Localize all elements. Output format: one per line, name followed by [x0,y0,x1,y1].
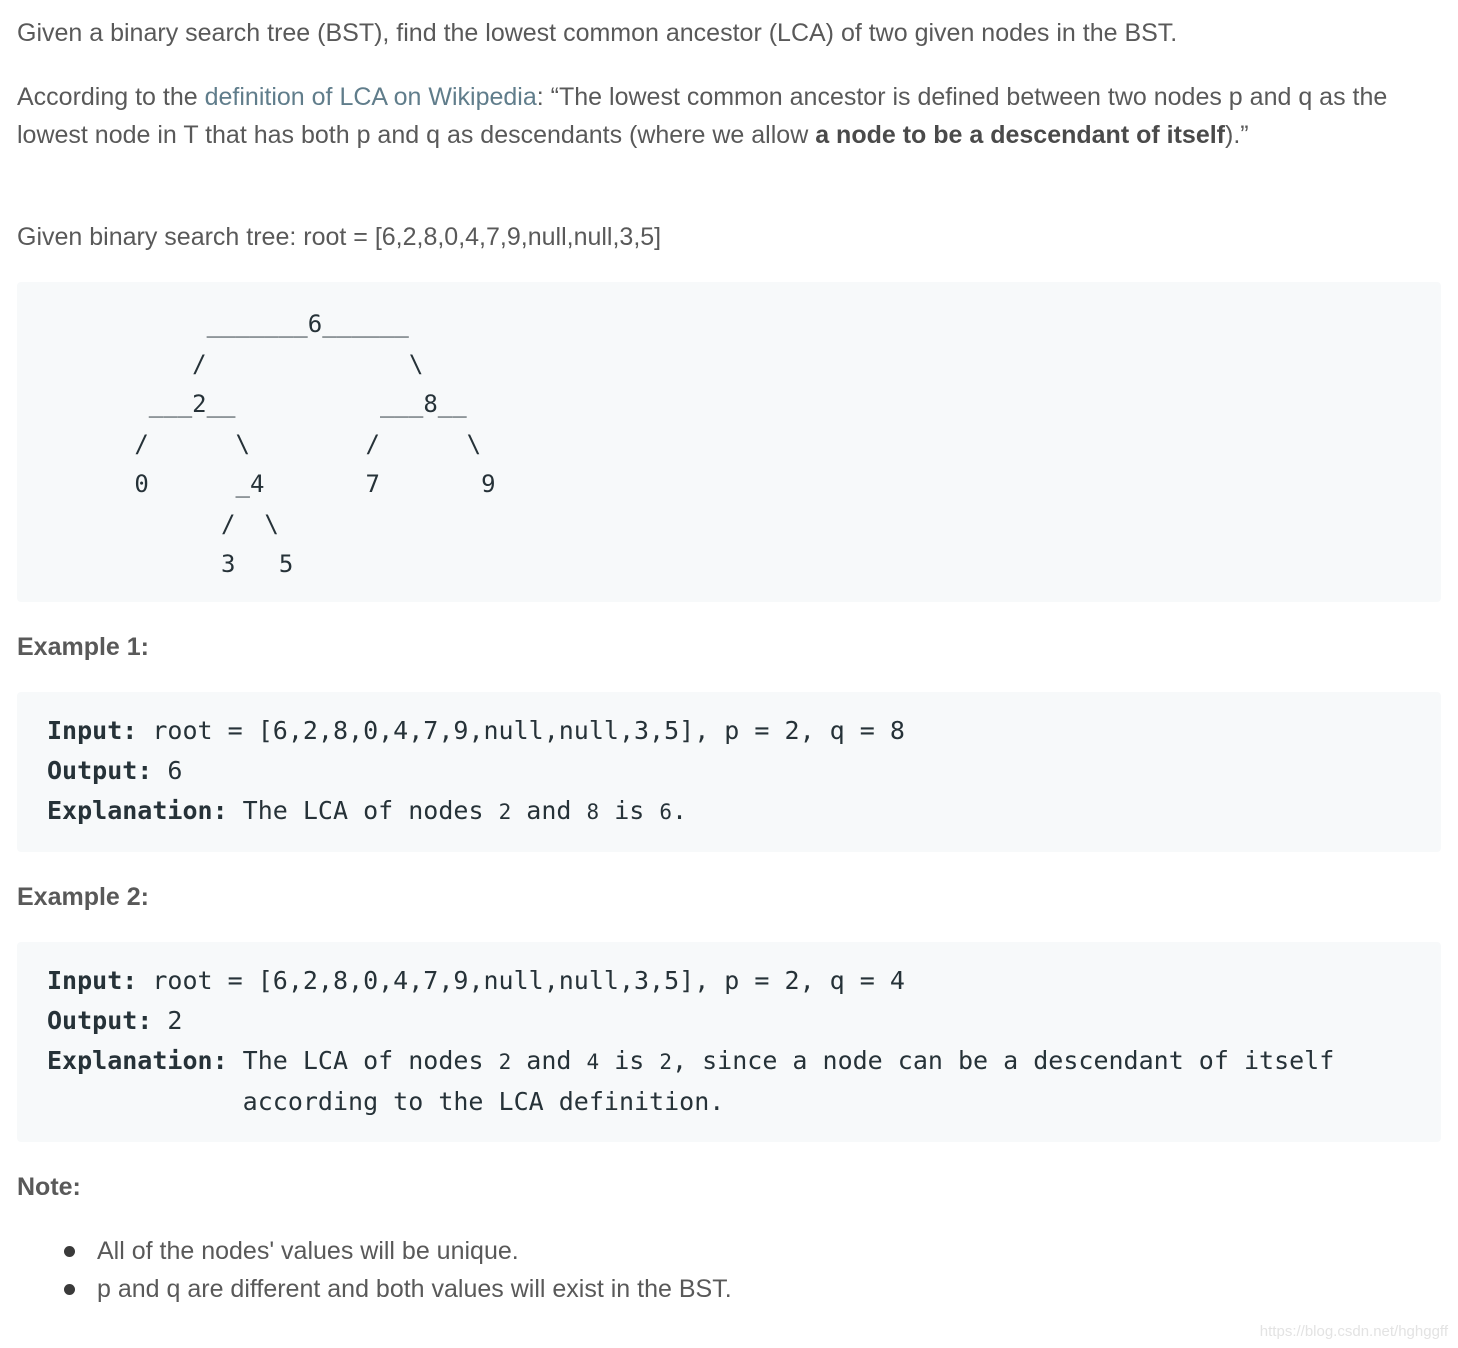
definition-prefix: According to the [17,83,205,111]
node-code: 6 [659,800,673,824]
explanation-text: The LCA of nodes [227,1046,499,1075]
explanation-text: . [672,796,688,825]
definition-suffix: ).” [1225,121,1249,149]
notes-list: All of the nodes' values will be unique.… [17,1232,732,1308]
given-tree-text: Given binary search tree: root = [6,2,8,… [17,223,662,251]
output-value: 6 [152,756,183,785]
list-item: All of the nodes' values will be unique. [17,1232,732,1270]
explanation-label: Explanation: [47,1046,228,1075]
output-label: Output: [47,1006,153,1035]
node-code: 2 [498,800,512,824]
definition-bold: a node to be a descendant of itself [815,121,1225,149]
bullet-icon [64,1246,75,1257]
node-code: 8 [586,800,600,824]
watermark: https://blog.csdn.net/hghggff [1259,1323,1448,1340]
output-value: 2 [152,1006,183,1035]
input-label: Input: [47,716,138,745]
node-code: 2 [498,1050,512,1074]
input-value: root = [6,2,8,0,4,7,9,null,null,3,5], p … [137,716,905,745]
example-2-block: Input: root = [6,2,8,0,4,7,9,null,null,3… [17,942,1441,1142]
example-1-block: Input: root = [6,2,8,0,4,7,9,null,null,3… [17,692,1441,852]
explanation-text: and [511,1046,587,1075]
output-label: Output: [47,756,153,785]
explanation-text: The LCA of nodes [227,796,499,825]
explanation-label: Explanation: [47,796,228,825]
explanation-text: , since a node can be a descendant of it… [242,1046,1335,1116]
intro-text: Given a binary search tree (BST), find t… [17,19,1178,47]
explanation-text: and [511,796,587,825]
bullet-icon [64,1284,75,1295]
note-heading: Note: [17,1173,81,1201]
input-value: root = [6,2,8,0,4,7,9,null,null,3,5], p … [137,966,905,995]
definition-middle: : “The lowest common ancestor is defined… [17,83,1388,149]
tree-diagram: _______6______ / \ ___2__ ___8__ / \ / \… [17,282,1441,602]
node-code: 2 [659,1050,673,1074]
explanation-text: is [599,796,660,825]
note-text: p and q are different and both values wi… [97,1275,732,1303]
node-code: 4 [586,1050,600,1074]
wikipedia-link[interactable]: definition of LCA on Wikipedia [204,83,537,111]
example-2-heading: Example 2: [17,883,150,911]
list-item: p and q are different and both values wi… [17,1270,732,1308]
definition-paragraph: According to the definition of LCA on Wi… [17,78,1441,154]
input-label: Input: [47,966,138,995]
note-text: All of the nodes' values will be unique. [97,1237,519,1265]
example-1-heading: Example 1: [17,633,150,661]
explanation-text: is [599,1046,660,1075]
